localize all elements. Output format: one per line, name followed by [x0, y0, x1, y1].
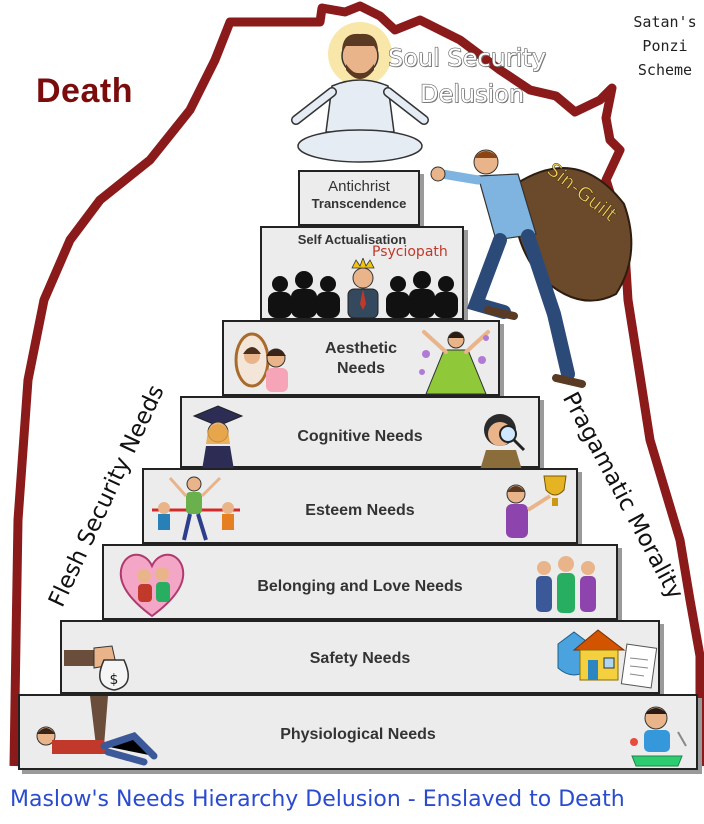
- mirror-woman-illustration: [234, 332, 288, 392]
- tier-esteem-needs: Esteem Needs: [142, 468, 578, 544]
- tier-safety-needs: Safety Needs $: [60, 620, 660, 694]
- svg-text:$: $: [110, 672, 119, 688]
- tier-label: Antichrist: [328, 178, 390, 195]
- psychopath-label: Psyciopath: [372, 244, 448, 260]
- detective-magnifier-illustration: [480, 414, 526, 470]
- soul-security-line-1: Soul Security: [387, 43, 546, 72]
- boy-eating-illustration: [630, 706, 687, 767]
- diagram-caption: Maslow's Needs Hierarchy Delusion - Ensl…: [10, 787, 625, 812]
- tier-label: Esteem Needs: [305, 502, 415, 519]
- note-line: Scheme: [637, 61, 693, 79]
- tier-label: Self Actualisation: [297, 232, 407, 247]
- tier-label: Safety Needs: [309, 650, 411, 667]
- satan-ponzi-note: Satan's Ponzi Scheme: [628, 10, 702, 82]
- tier-aesthetic-needs: Aesthetic Needs: [222, 320, 500, 396]
- tier-label: Physiological Needs: [280, 726, 436, 743]
- crowd-silhouette-illustration: [268, 258, 458, 318]
- family-heart-illustration: [119, 553, 185, 618]
- tier-label: Belonging and Love Needs: [257, 578, 463, 595]
- note-line: Ponzi: [642, 37, 688, 55]
- tier-physiological-needs: Physiological Needs: [18, 694, 698, 770]
- tier-self-actualisation: Self Actualisation Psyciopath: [260, 226, 464, 320]
- note-line: Satan's: [633, 13, 697, 31]
- resting-man-tree-illustration: [36, 696, 158, 766]
- friends-group-illustration: [536, 556, 596, 613]
- tier-belonging-and-love-needs: Belonging and Love Needs: [102, 544, 618, 620]
- tier-label: Cognitive Needs: [297, 428, 423, 445]
- tier-label: Needs: [336, 360, 386, 377]
- trophy-boy-illustration: [506, 475, 567, 538]
- meditating-figure-illustration: [291, 22, 429, 163]
- money-bag-hand-illustration: $: [64, 645, 129, 691]
- tier-cognitive-needs: Cognitive Needs: [180, 396, 540, 470]
- dancing-woman-illustration: [419, 330, 490, 395]
- tier-label: Aesthetic: [324, 340, 398, 357]
- house-shield-illustration: [557, 629, 658, 689]
- soul-security-line-2: Delusion: [419, 79, 525, 108]
- tier-antichrist-transcendence: Antichrist Transcendence: [298, 170, 420, 226]
- climbing-man-sack-illustration: Sin-Guilt: [430, 149, 633, 388]
- graduate-illustration: [192, 405, 244, 470]
- death-label: Death: [36, 72, 133, 110]
- winning-race-illustration: [152, 476, 240, 541]
- tier-label: Transcendence: [311, 196, 407, 211]
